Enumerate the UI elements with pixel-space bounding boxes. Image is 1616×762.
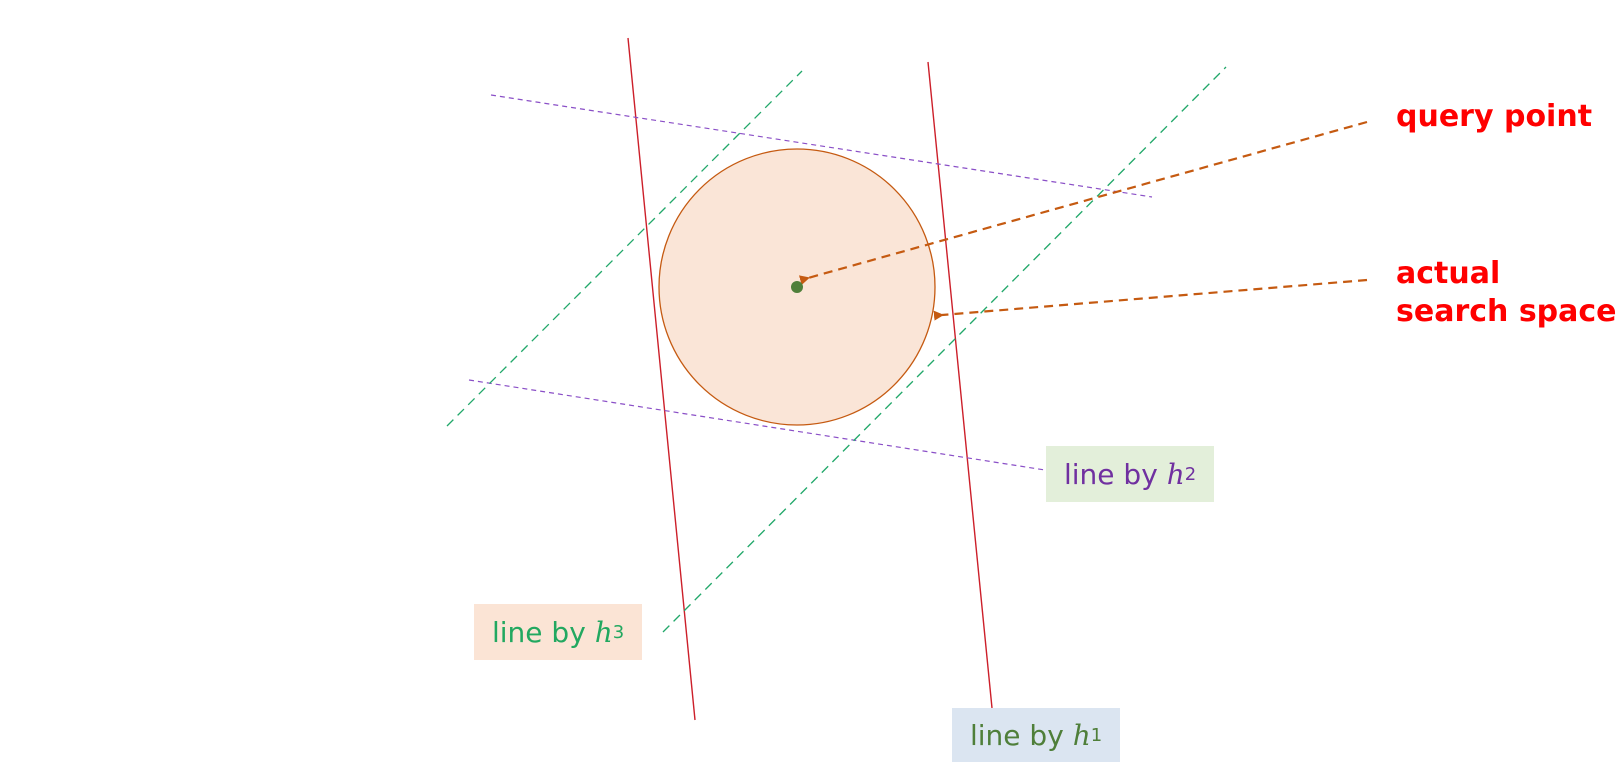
h1-line-right — [927, 61, 993, 709]
h2-label: line by h 2 — [1046, 446, 1215, 502]
h3-label-prefix: line by — [492, 615, 595, 649]
h2-label-prefix: line by — [1064, 457, 1167, 491]
search-space-callout-line1: actual — [1396, 256, 1501, 291]
h3-label-var: h — [594, 615, 613, 649]
h1-line-left — [627, 37, 696, 721]
h1-label-prefix: line by — [970, 718, 1073, 752]
h2-line-bottom — [468, 379, 1046, 471]
query-point-arrow — [798, 120, 1368, 285]
h3-label-sub: 3 — [612, 621, 625, 643]
search-space-callout: actual search space — [1396, 255, 1616, 331]
h3-line-right — [662, 66, 1227, 633]
search-space-arrow — [933, 278, 1368, 321]
h1-label-var: h — [1072, 718, 1091, 752]
h3-line-left — [446, 70, 803, 427]
search-space-callout-line2: search space — [1396, 294, 1616, 329]
h2-label-var: h — [1166, 457, 1185, 491]
query-point-dot — [791, 281, 803, 293]
h2-label-sub: 2 — [1184, 463, 1197, 485]
h1-label-sub: 1 — [1090, 724, 1103, 746]
h3-label: line by h 3 — [474, 604, 643, 660]
h2-line-top — [490, 94, 1153, 198]
h1-label: line by h 1 — [952, 708, 1121, 762]
query-point-callout: query point — [1396, 99, 1593, 134]
